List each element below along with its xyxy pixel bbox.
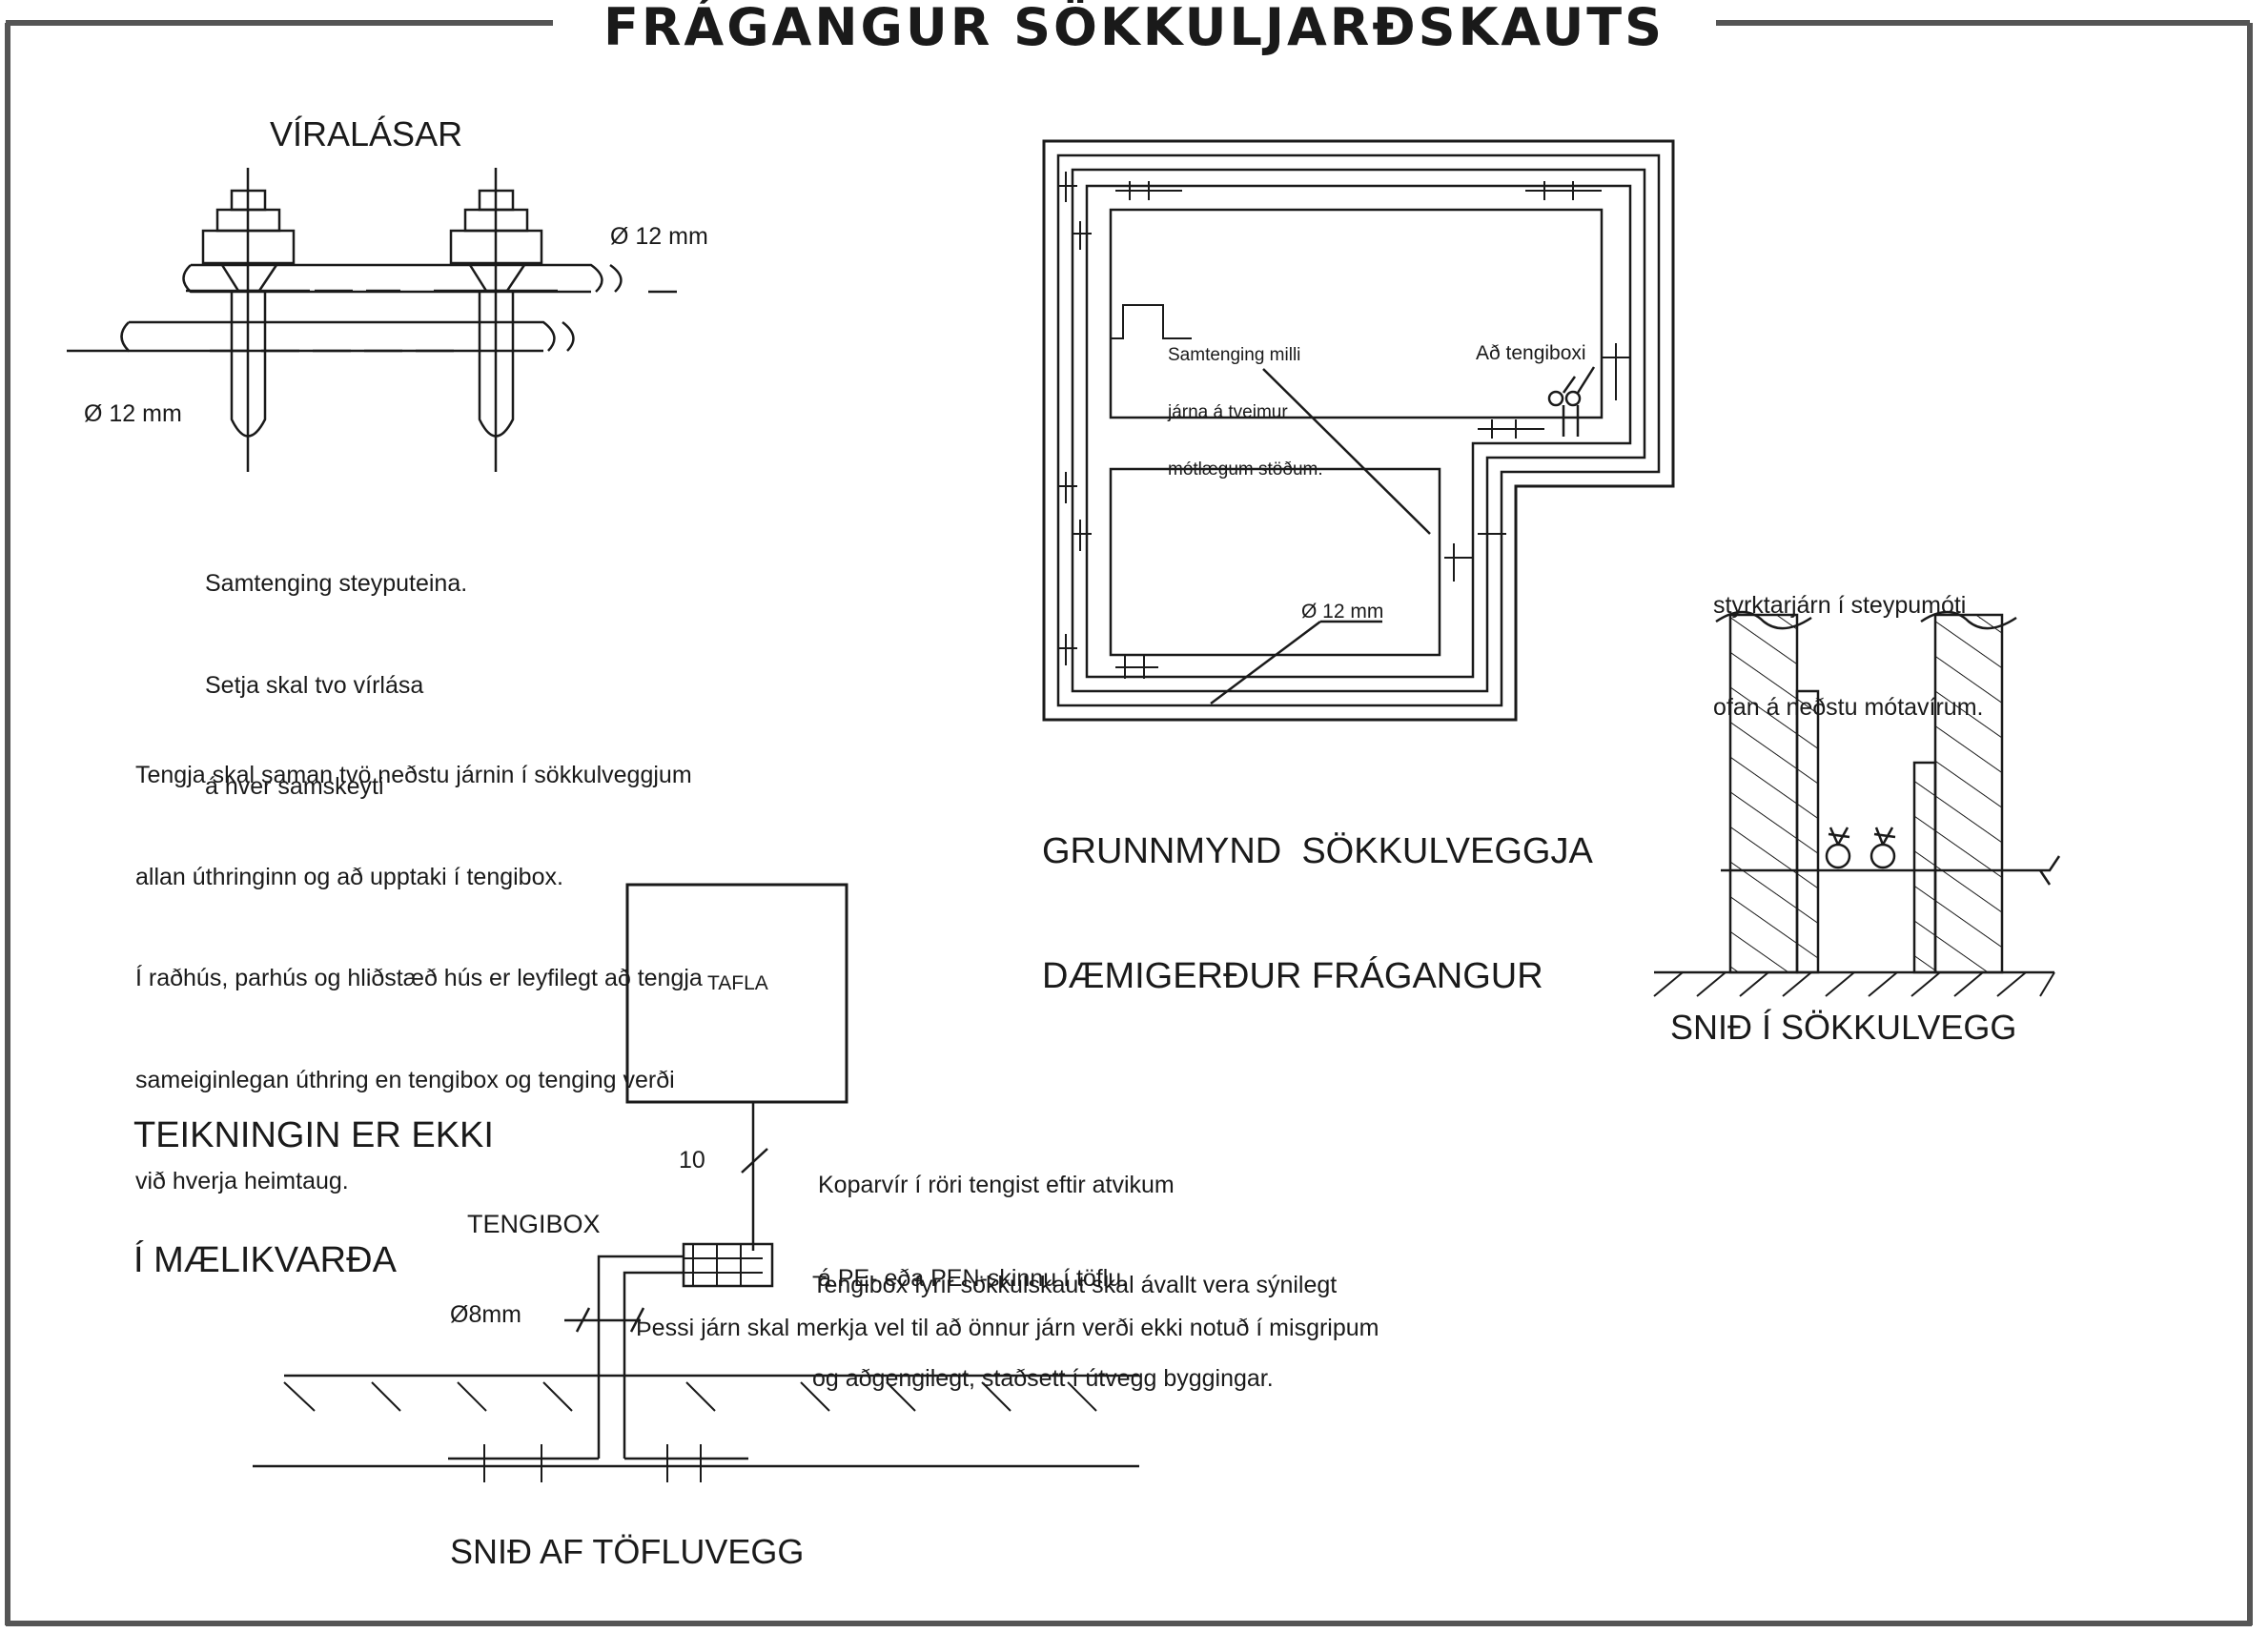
scale-note: TEIKNINGIN ER EKKI Í MÆLIKVARÐA bbox=[133, 1032, 494, 1324]
instruction-line: Tengja skal saman tvö neðstu járnin í sö… bbox=[135, 762, 692, 788]
marking-note: Þessi járn skal merkja vel til að önnur … bbox=[636, 1315, 1379, 1341]
instruction-line: við hverja heimtaug. bbox=[135, 1168, 349, 1194]
viralasar-heading: VÍRALÁSAR bbox=[270, 114, 463, 153]
copper-wire-note: Koparvír í röri tengist eftir atvikum á … bbox=[818, 1108, 1175, 1325]
note-line: Samtenging milli bbox=[1168, 344, 1301, 365]
note-line: á PE- eða PEN-skinnu í töflu. bbox=[818, 1264, 1129, 1292]
note-line: styrktarjárn í steypumóti bbox=[1713, 592, 1967, 619]
viralasar-diameter-upper: Ø 12 mm bbox=[610, 223, 708, 250]
panel-label: TAFLA bbox=[707, 972, 768, 994]
scale-note-line: Í MÆLIKVARÐA bbox=[133, 1240, 397, 1281]
wire-size-label: 10 bbox=[679, 1147, 705, 1174]
plan-view bbox=[1042, 139, 1675, 722]
instruction-line: allan úthringinn og að upptaki í tengibo… bbox=[135, 863, 563, 890]
note-line: ofan á neðstu mótavírum. bbox=[1713, 693, 1984, 721]
viralasar-caption: Samtenging steyputeina. Setja skal tvo v… bbox=[205, 500, 467, 838]
caption-line: á hver samskeyti bbox=[205, 773, 384, 800]
panel-section-caption: SNIÐ AF TÖFLUVEGG bbox=[450, 1532, 805, 1571]
scale-note-line: TEIKNINGIN ER EKKI bbox=[133, 1115, 494, 1156]
instruction-line: Í raðhús, parhús og hliðstæð hús er leyf… bbox=[135, 965, 703, 991]
page-title: FRÁGANGUR SÖKKULJARÐSKAUTS bbox=[603, 0, 1665, 57]
note-line: Tengibox fyrir sökkulskaut skal ávallt v… bbox=[812, 1272, 1338, 1298]
viralasar-diameter-lower: Ø 12 mm bbox=[84, 400, 182, 427]
note-line: Koparvír í röri tengist eftir atvikum bbox=[818, 1172, 1175, 1198]
plan-diameter-label: Ø 12 mm bbox=[1301, 601, 1384, 623]
note-line: járna á tveimur bbox=[1168, 401, 1288, 422]
instructions-text: Tengja skal saman tvö neðstu járnin í sö… bbox=[135, 691, 703, 1233]
viralasar-detail bbox=[67, 168, 677, 472]
plan-caption: GRUNNMYND SÖKKULVEGGJA DÆMIGERÐUR FRÁGAN… bbox=[1042, 748, 1593, 1040]
caption-line: Samtenging steyputeina. bbox=[205, 570, 468, 597]
wall-section bbox=[1653, 610, 2061, 997]
caption-line: GRUNNMYND SÖKKULVEGGJA bbox=[1042, 831, 1593, 872]
wall-section-caption: SNIÐ Í SÖKKULVEGG bbox=[1670, 1008, 2017, 1047]
sheet-frame bbox=[5, 20, 2253, 1626]
plan-to-box-label: Að tengiboxi bbox=[1476, 342, 1586, 364]
instruction-line: sameiginlegan úthring en tengibox og ten… bbox=[135, 1066, 675, 1093]
note-line: mótlægum stöðum. bbox=[1168, 459, 1323, 480]
caption-line: Setja skal tvo vírlása bbox=[205, 671, 424, 699]
junction-box-note: Tengibox fyrir sökkulskaut skal ávallt v… bbox=[812, 1208, 1337, 1425]
plan-connection-note: Samtenging milli járna á tveimur mótlægu… bbox=[1168, 308, 1323, 498]
caption-line: DÆMIGERÐUR FRÁGANGUR bbox=[1042, 956, 1543, 997]
wall-section-note: styrktarjárn í steypumóti ofan á neðstu … bbox=[1713, 521, 1983, 759]
rod-diameter-label: Ø8mm bbox=[450, 1301, 521, 1328]
junction-box-label: TENGIBOX bbox=[467, 1210, 601, 1238]
note-line: og aðgengilegt, staðsett í útvegg byggin… bbox=[812, 1364, 1274, 1392]
panel-wall-section bbox=[253, 883, 1139, 1482]
